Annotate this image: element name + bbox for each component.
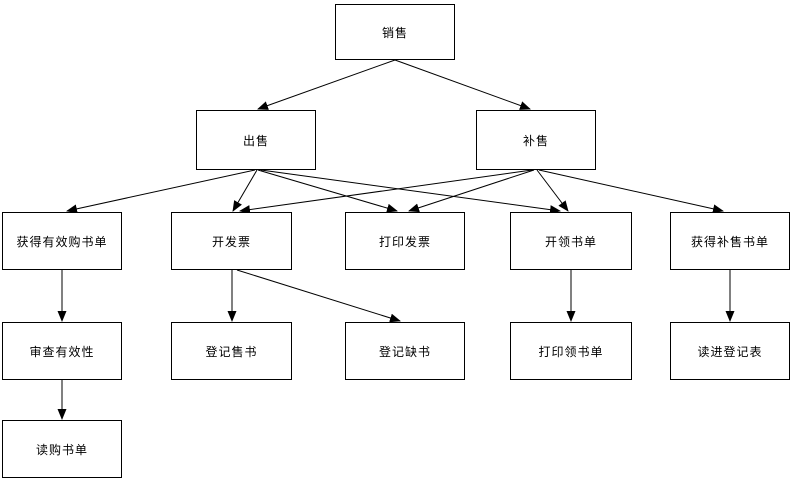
edge-restock-issue-pickup-list <box>536 169 569 212</box>
node-sales: 销售 <box>335 4 455 60</box>
node-check-validity: 审查有效性 <box>2 322 122 380</box>
edge-restock-issue-invoice <box>239 169 533 215</box>
node-get-restock-list: 获得补售书单 <box>670 212 790 270</box>
node-register-sale: 登记售书 <box>171 322 292 380</box>
edge-restock-get-restock-list <box>538 169 724 214</box>
node-read-purchase-order: 读购书单 <box>2 420 122 478</box>
node-read-into-register: 读进登记表 <box>670 322 790 380</box>
edge-sell-issue-invoice <box>232 169 258 212</box>
node-issue-pickup-list: 开领书单 <box>510 212 632 270</box>
node-print-invoice: 打印发票 <box>345 212 465 270</box>
edge-sales-sell <box>257 59 396 110</box>
node-register-missing: 登记缺书 <box>345 322 465 380</box>
edge-sell-print-invoice <box>257 169 398 213</box>
node-print-pickup-list: 打印领书单 <box>510 322 632 380</box>
edge-sell-get-valid-purchase-order <box>66 169 256 214</box>
edge-restock-print-invoice <box>408 169 535 213</box>
edge-sell-issue-pickup-list <box>260 169 561 215</box>
node-issue-invoice: 开发票 <box>171 212 292 270</box>
node-sell: 出售 <box>196 110 316 170</box>
edge-sales-restock <box>394 59 531 110</box>
node-restock: 补售 <box>476 110 596 170</box>
edge-issue-invoice-register-missing <box>236 269 401 323</box>
node-get-valid-purchase-order: 获得有效购书单 <box>2 212 122 270</box>
